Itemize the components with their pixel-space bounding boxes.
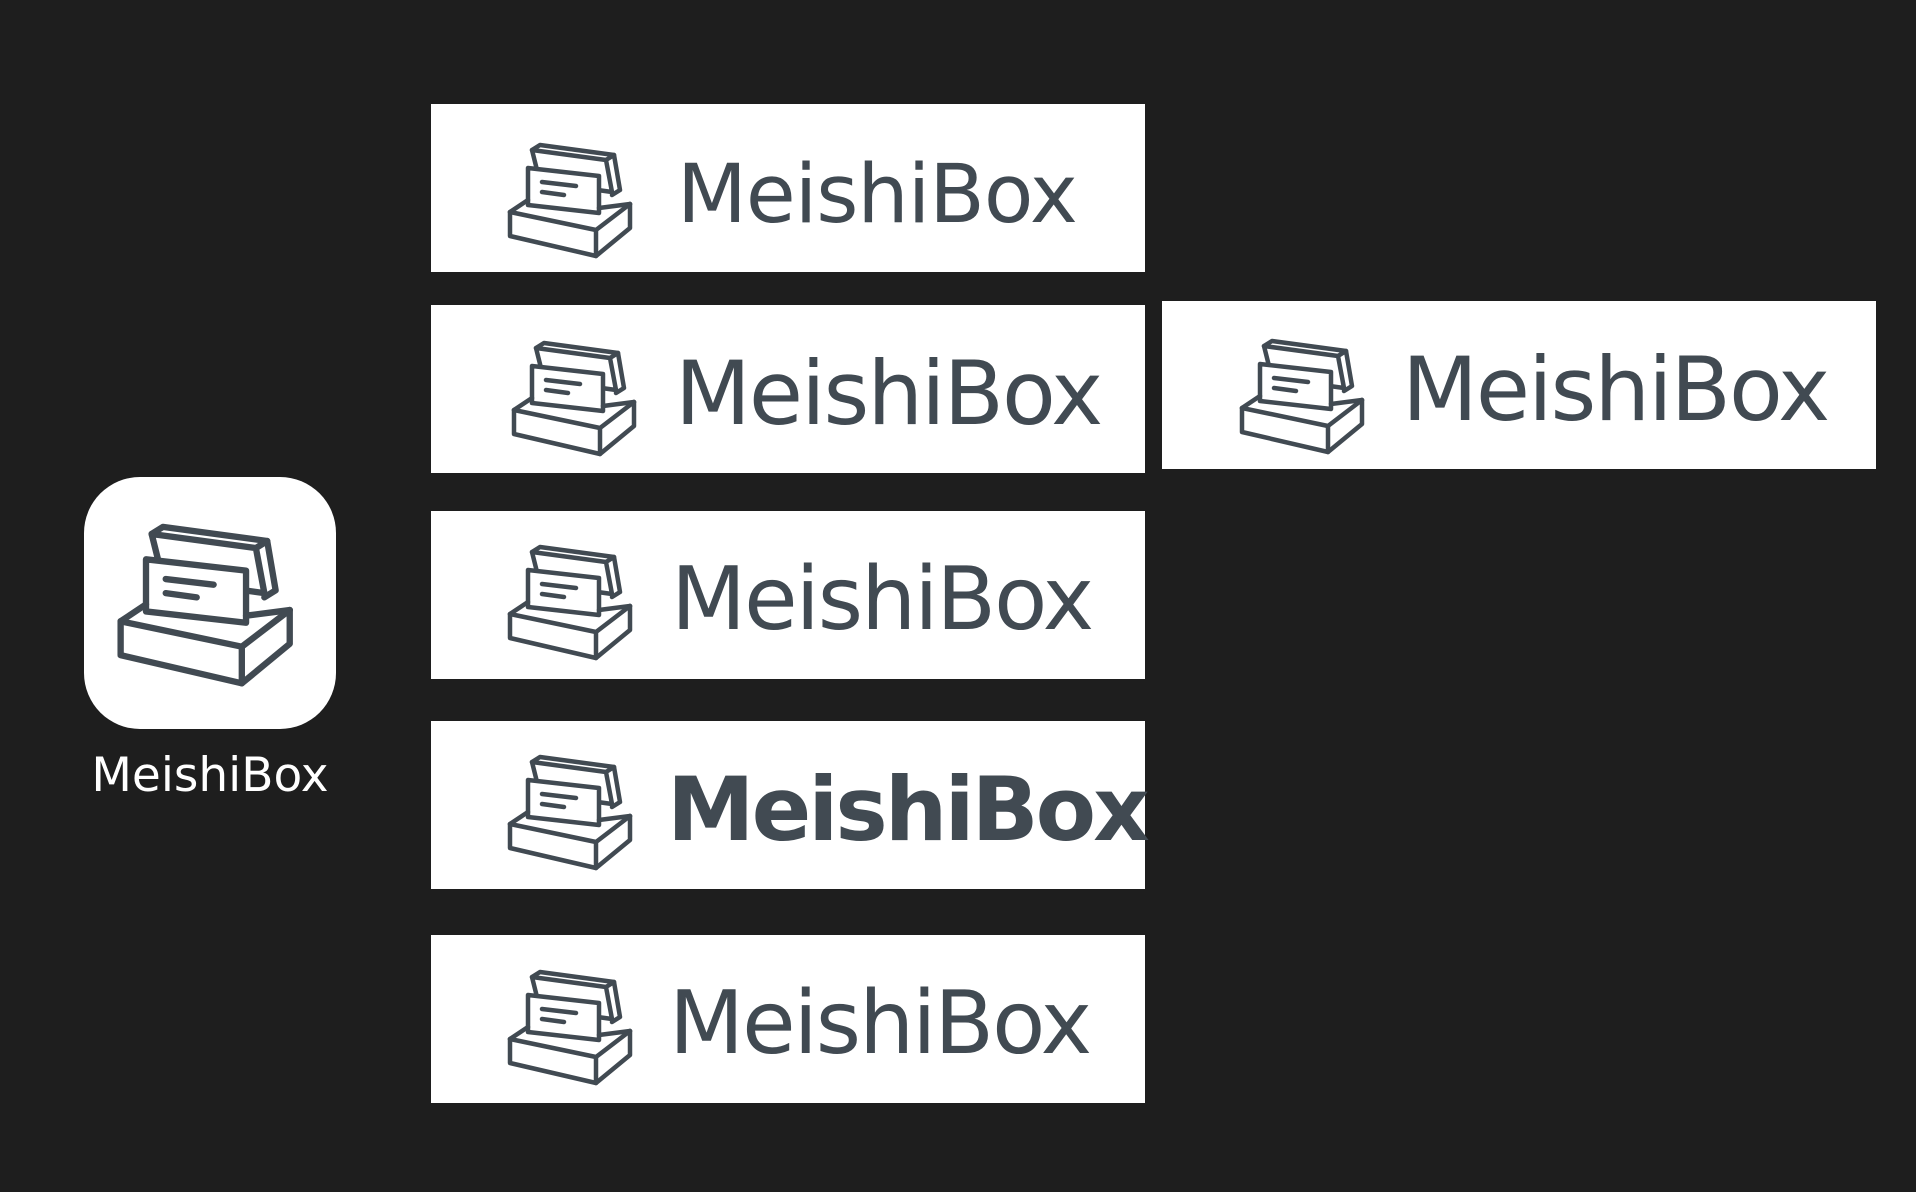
card-box-icon bbox=[1238, 334, 1370, 456]
logo-banner: MeishiBox bbox=[431, 511, 1145, 679]
card-box-icon bbox=[115, 517, 301, 689]
app-icon-tile[interactable] bbox=[84, 477, 336, 729]
wordmark: MeishiBox bbox=[675, 342, 1103, 445]
wordmark-bold: MeishiBox bbox=[667, 758, 1150, 861]
wordmark: MeishiBox bbox=[669, 972, 1092, 1074]
logo-banner: MeishiBox bbox=[431, 935, 1145, 1103]
wordmark: MeishiBox bbox=[677, 148, 1078, 242]
wordmark: MeishiBox bbox=[671, 548, 1094, 650]
logo-banner: MeishiBox bbox=[1162, 301, 1876, 469]
card-box-icon bbox=[510, 336, 642, 458]
logo-banner: MeishiBox bbox=[431, 104, 1145, 272]
logo-banner: MeishiBox bbox=[431, 721, 1150, 889]
card-box-icon bbox=[506, 750, 638, 872]
logo-banner: MeishiBox bbox=[431, 305, 1145, 473]
app-icon-label: MeishiBox bbox=[91, 748, 329, 803]
card-box-icon bbox=[506, 540, 638, 662]
app-icon[interactable]: MeishiBox bbox=[58, 466, 362, 854]
card-box-icon bbox=[506, 138, 638, 260]
card-box-icon bbox=[506, 965, 638, 1087]
wordmark: MeishiBox bbox=[1402, 338, 1830, 441]
